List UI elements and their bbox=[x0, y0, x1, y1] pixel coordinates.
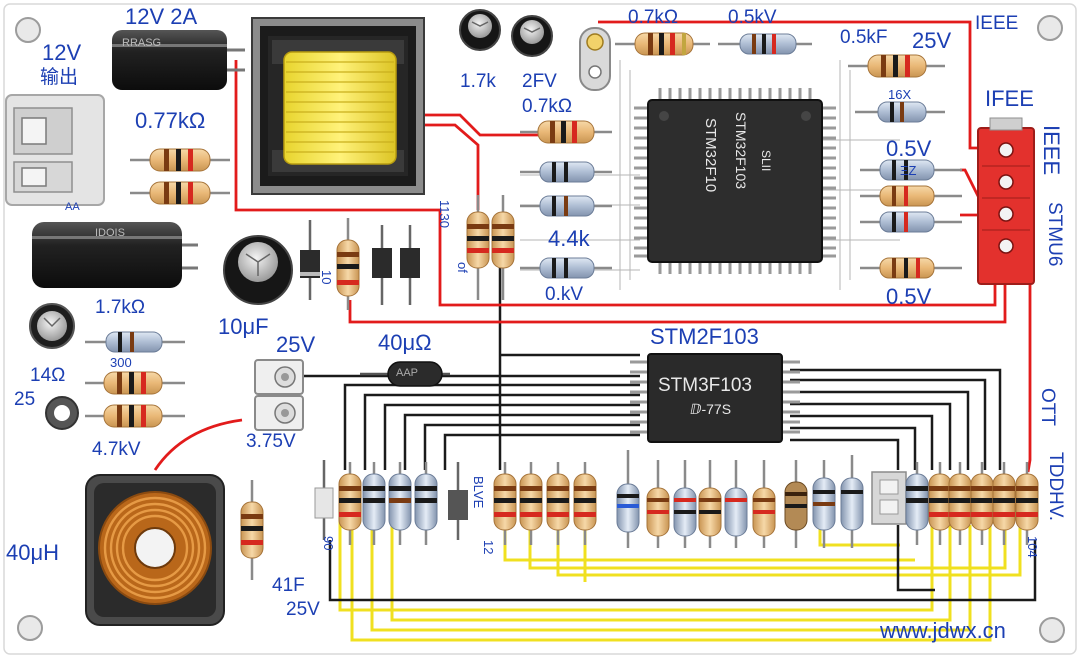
label-25v-bottom: 25V bbox=[286, 599, 320, 620]
label-25v-top: 25V bbox=[912, 28, 952, 53]
label-r-16x: 16X bbox=[888, 87, 912, 102]
switch-module bbox=[871, 471, 907, 525]
diodes bbox=[300, 220, 468, 540]
label-r-17k: 1.7kΩ bbox=[95, 297, 146, 318]
label-r-47kv: 4.7kV bbox=[92, 439, 141, 460]
cap-round-small-left bbox=[29, 303, 75, 349]
red-connector bbox=[977, 117, 1035, 285]
label-25v-mid: 25V bbox=[276, 332, 316, 357]
label-r-25: 25 bbox=[14, 389, 36, 410]
trimmer-upper bbox=[254, 359, 304, 395]
label-right-vert: TDDHV. bbox=[1045, 452, 1066, 521]
label-ott: OTT bbox=[1037, 388, 1058, 426]
cap-small-marking: AA bbox=[65, 201, 80, 213]
label-41f: 41F bbox=[272, 575, 305, 596]
label-r-07k-mid: 0.7kΩ bbox=[522, 96, 573, 117]
label-r-ez: ΞZ bbox=[900, 163, 917, 178]
label-375v: 3.75V bbox=[246, 431, 296, 452]
cap-big-marking: IDOIS bbox=[95, 227, 125, 239]
label-stm2f103: STM2F103 bbox=[650, 324, 759, 349]
cap-round-10u bbox=[223, 235, 293, 305]
label-r-0kv: 0.kV bbox=[545, 284, 584, 305]
trimmer-lower bbox=[254, 395, 304, 431]
label-r-05v-mid: 0.5V bbox=[886, 136, 932, 161]
qfp-chip-text-3: SLII bbox=[759, 150, 773, 172]
qfp-chip-text-1: STM32F10 bbox=[702, 118, 719, 193]
cap-12v2a-marking: RRASG bbox=[122, 37, 162, 49]
label-104: 104 bbox=[1025, 536, 1040, 558]
label-cap-12v2a: 12V 2A bbox=[125, 4, 198, 29]
label-cap-17k: 1.7k bbox=[460, 71, 496, 92]
usb-port bbox=[5, 94, 105, 206]
label-r-05kf: 0.5kF bbox=[840, 27, 888, 48]
label-r-44k: 4.4k bbox=[548, 226, 590, 251]
label-r-077k: 0.77kΩ bbox=[135, 108, 206, 133]
toroid-inductor bbox=[85, 474, 225, 626]
label-ifee: IFEE bbox=[985, 86, 1034, 111]
cap-round-2f bbox=[511, 15, 553, 57]
label-130: 1130 bbox=[437, 200, 452, 228]
resistors-horizontal bbox=[85, 32, 962, 428]
label-ind-40uo: 40μΩ bbox=[378, 330, 432, 355]
label-12v-out-2: 输出 bbox=[40, 67, 79, 88]
black-traces bbox=[300, 260, 1037, 602]
label-r-300: 300 bbox=[110, 355, 132, 370]
tssop-chip bbox=[630, 353, 800, 443]
label-r-14o: 14Ω bbox=[30, 365, 66, 386]
red-traces bbox=[153, 20, 1032, 473]
cap-big-left bbox=[32, 222, 198, 288]
label-10: 10 bbox=[319, 270, 334, 285]
qfp-chip-text-2: STM32F103 bbox=[733, 112, 749, 190]
ring-terminal bbox=[45, 396, 79, 430]
label-of: of bbox=[455, 262, 470, 273]
inductor-40uo bbox=[360, 361, 450, 387]
label-ind-40uh: 40μH bbox=[6, 540, 60, 565]
label-stmu6: STMU6 bbox=[1044, 202, 1065, 267]
label-r-05v-low: 0.5V bbox=[886, 284, 932, 309]
tssop-chip-text-1: STM3F103 bbox=[658, 375, 752, 396]
resistors-vertical bbox=[240, 195, 1039, 580]
tssop-chip-text-2: ⅅ-77S bbox=[690, 401, 732, 417]
label-90: 90 bbox=[321, 536, 336, 551]
label-ieee-side: IEEE bbox=[1039, 125, 1064, 176]
label-ieee-top: IEEE bbox=[975, 13, 1019, 34]
mounting-holes bbox=[15, 15, 1065, 643]
cap-12v2a bbox=[112, 30, 245, 90]
label-12v-out-1: 12V bbox=[42, 40, 82, 65]
cap-round-17k bbox=[459, 9, 501, 51]
label-r-07k-top: 0.7kΩ bbox=[628, 7, 679, 28]
watermark-text: www.jdwx.cn bbox=[880, 618, 1006, 643]
label-r-05v-top: 0.5kV bbox=[728, 7, 777, 28]
yellow-traces bbox=[338, 520, 1022, 642]
qfp-chip bbox=[634, 88, 836, 274]
label-cap-10u: 10μF bbox=[218, 314, 269, 339]
transformer bbox=[251, 17, 425, 195]
label-cap-2f: 2FV bbox=[522, 71, 557, 92]
inductor-marking: AAP bbox=[396, 367, 419, 379]
label-12: 12 bbox=[481, 540, 496, 555]
label-blve: BLVE bbox=[471, 476, 486, 509]
oval-pad-top bbox=[579, 27, 611, 91]
